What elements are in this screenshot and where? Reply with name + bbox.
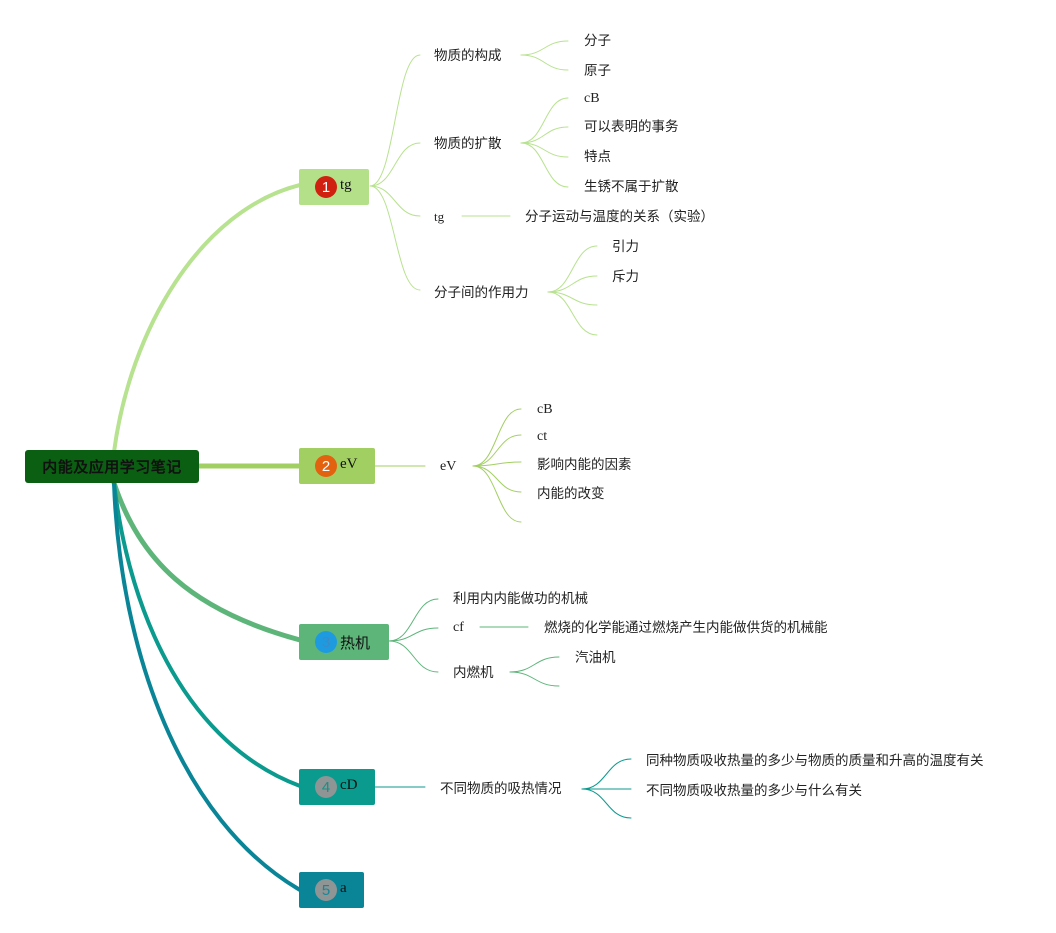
topic-label: 热机 <box>340 633 371 652</box>
topic-node-3[interactable]: 3 热机 <box>299 624 389 660</box>
subtopic-node[interactable]: tg <box>434 209 445 224</box>
leaf-node[interactable]: 特点 <box>584 149 611 165</box>
leaf-connector <box>472 408 522 467</box>
root-label: 内能及应用学习笔记 <box>42 458 182 476</box>
leaf-node[interactable]: 同种物质吸收热量的多少与物质的质量和升高的温度有关 <box>646 753 984 769</box>
leaf-connector <box>547 291 598 336</box>
leaf-node[interactable]: 生锈不属于扩散 <box>584 179 679 195</box>
leaf-connector <box>472 465 522 523</box>
leaf-node[interactable]: 分子运动与温度的关系（实验） <box>525 209 714 225</box>
topic-label: eV <box>340 455 358 472</box>
leaf-connector <box>509 671 560 687</box>
leaf-connector <box>472 461 522 467</box>
subtopic-connector <box>369 185 421 291</box>
leaf-connector <box>520 54 569 71</box>
badge-4-icon: 4 <box>315 776 337 798</box>
topic-label: a <box>340 879 347 896</box>
subtopic-node[interactable]: 分子间的作用力 <box>434 285 529 301</box>
subtopic-connector <box>369 142 421 187</box>
leaf-connector <box>520 142 569 188</box>
leaf-connector <box>581 788 632 819</box>
badge-5-icon: 5 <box>315 879 337 901</box>
leaf-node[interactable]: 原子 <box>584 63 611 79</box>
branch-line-3 <box>111 480 303 643</box>
leaf-node[interactable]: 影响内能的因素 <box>537 457 632 473</box>
topic-node-5[interactable]: 5 a <box>299 872 364 908</box>
root-node[interactable]: 内能及应用学习笔记 <box>25 450 199 483</box>
topic-label: cD <box>340 776 358 793</box>
subtopic-node[interactable]: cf <box>453 620 464 635</box>
leaf-node[interactable]: 引力 <box>612 239 639 255</box>
topic-node-1[interactable]: 1 tg <box>299 169 369 205</box>
branch-line-4 <box>112 481 302 788</box>
branch-line-5 <box>112 481 302 892</box>
leaf-node[interactable]: 不同物质吸收热量的多少与什么有关 <box>646 783 862 799</box>
leaf-connector <box>472 465 522 493</box>
leaf-node[interactable]: ct <box>537 429 548 444</box>
leaf-connector <box>472 434 522 467</box>
subtopic-node[interactable]: 物质的扩散 <box>434 136 502 152</box>
leaf-connector <box>581 758 632 790</box>
badge-2-icon: 2 <box>315 455 337 477</box>
subtopic-connector <box>388 640 439 673</box>
leaf-node[interactable]: 内能的改变 <box>537 486 605 502</box>
leaf-node[interactable]: cB <box>584 91 600 106</box>
subtopic-connector <box>369 185 421 217</box>
subtopic-node[interactable]: eV <box>440 459 457 474</box>
leaf-connector <box>520 97 569 144</box>
badge-3-icon: 3 <box>315 631 337 653</box>
leaf-node[interactable]: 可以表明的事务 <box>584 119 679 135</box>
leaf-connector <box>547 245 598 293</box>
leaf-connector <box>509 656 560 673</box>
leaf-connector <box>520 40 569 56</box>
subtopic-connector <box>369 54 421 187</box>
leaf-node[interactable]: 汽油机 <box>575 650 616 666</box>
leaf-node[interactable]: 燃烧的化学能通过燃烧产生内能做供货的机械能 <box>544 620 828 636</box>
subtopic-connector <box>388 627 439 642</box>
badge-1-icon: 1 <box>315 176 337 198</box>
subtopic-node[interactable]: 不同物质的吸热情况 <box>440 781 562 797</box>
leaf-node[interactable]: 斥力 <box>612 269 639 285</box>
subtopic-node[interactable]: 内燃机 <box>453 665 494 681</box>
topic-label: tg <box>340 176 352 193</box>
leaf-connector <box>520 126 569 144</box>
branch-line-1 <box>112 183 302 454</box>
leaf-connector <box>547 275 598 293</box>
topic-node-2[interactable]: 2 eV <box>299 448 375 484</box>
topic-node-4[interactable]: 4 cD <box>299 769 375 805</box>
subtopic-node[interactable]: 利用内内能做功的机械 <box>453 591 588 607</box>
leaf-node[interactable]: 分子 <box>584 33 611 49</box>
subtopic-connector <box>388 598 439 642</box>
subtopic-node[interactable]: 物质的构成 <box>434 48 502 64</box>
leaf-node[interactable]: cB <box>537 402 553 417</box>
